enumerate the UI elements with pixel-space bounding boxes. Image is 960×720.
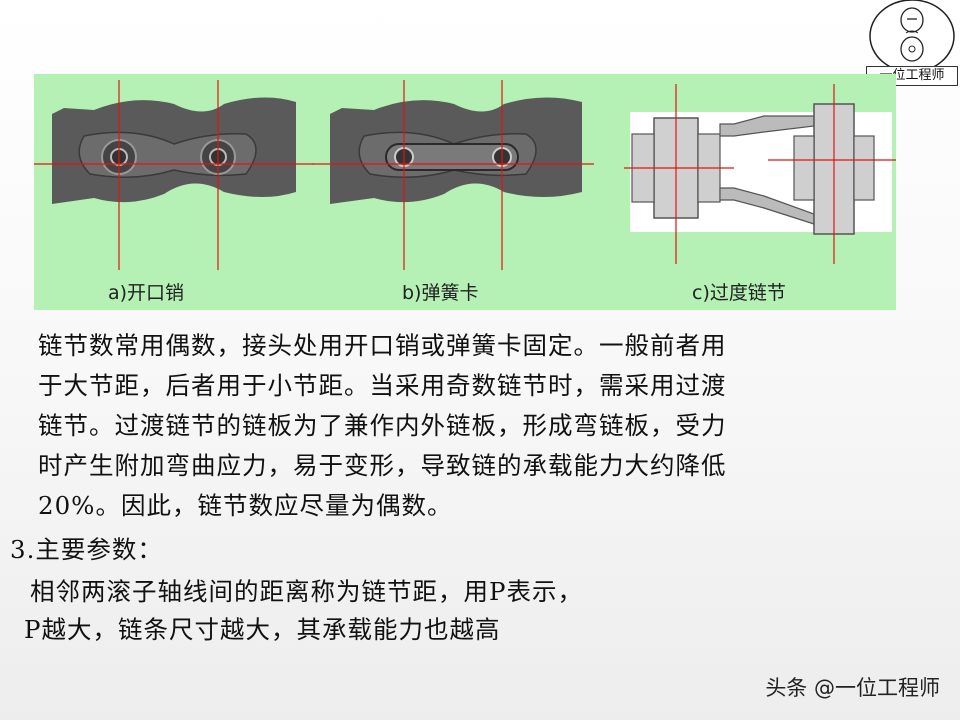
paragraph-line: 20%。因此，链节数应尽量为偶数。 bbox=[38, 491, 453, 520]
source-watermark: 头条 @一位工程师 bbox=[765, 676, 940, 700]
spring-clip-chain-illustration bbox=[312, 80, 594, 270]
chain-joint-figure: a)开口销 b)弹簧卡 c)过度链节 bbox=[34, 74, 896, 310]
body-paragraph: 链节数常用偶数，接头处用开口销或弹簧卡固定。一般前者用 于大节距，后者用于小节距… bbox=[38, 326, 902, 526]
figure-caption-c: c)过度链节 bbox=[692, 282, 786, 304]
paragraph-line: 链节。过渡链节的链板为了兼作内外链板，形成弯链板，受力 bbox=[38, 411, 727, 440]
section-line: P越大，链条尺寸越大，其承载能力也越高 bbox=[24, 615, 501, 644]
section-title: 3.主要参数： bbox=[10, 535, 163, 564]
chain-joint-diagram bbox=[34, 80, 896, 270]
cotter-pin-chain-illustration bbox=[34, 80, 314, 270]
paragraph-line: 时产生附加弯曲应力，易于变形，导致链的承载能力大约降低 bbox=[38, 451, 727, 480]
figure-caption-a: a)开口销 bbox=[108, 282, 185, 304]
paragraph-line: 于大节距，后者用于小节距。当采用奇数链节时，需采用过渡 bbox=[38, 371, 727, 400]
paragraph-line: 链节数常用偶数，接头处用开口销或弹簧卡固定。一般前者用 bbox=[38, 331, 727, 360]
section-line: 相邻两滚子轴线间的距离称为链节距，用P表示， bbox=[30, 577, 583, 606]
figure-caption-b: b)弹簧卡 bbox=[402, 282, 479, 304]
transition-link-section-illustration bbox=[624, 84, 896, 264]
